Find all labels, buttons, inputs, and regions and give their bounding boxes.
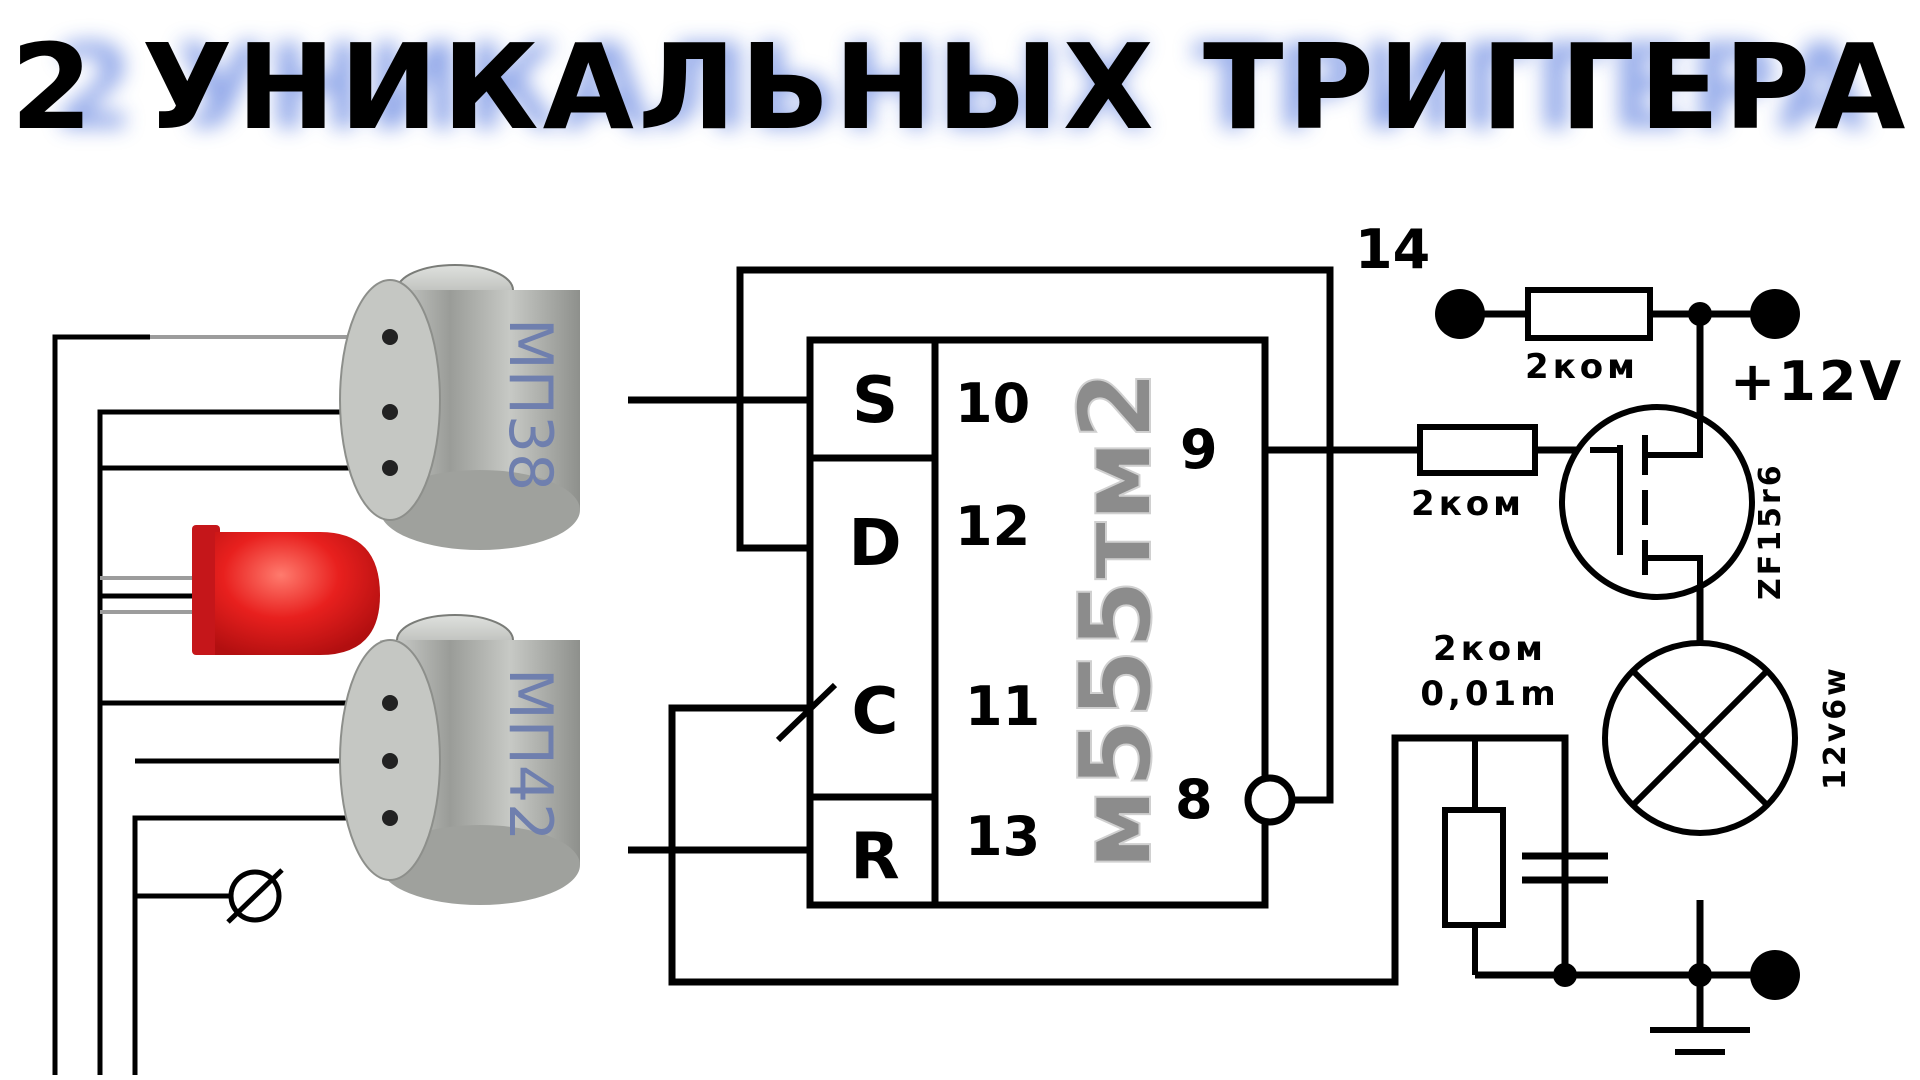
- left-wires: [52, 334, 370, 1075]
- rc-network: 2ком 0,01m: [1420, 629, 1608, 975]
- led: [100, 525, 380, 655]
- resistor-top: [1525, 287, 1653, 341]
- pin-11-number: 11: [965, 675, 1040, 738]
- clock-slash: [775, 682, 838, 743]
- pin-d-label: D: [848, 507, 901, 581]
- pin-9-number: 9: [1180, 418, 1218, 481]
- rc-resistor: [1442, 807, 1506, 928]
- inverted-output-bubble: [1244, 774, 1296, 826]
- lamp-label: 12v6w: [1818, 665, 1853, 790]
- pin-c-label: C: [852, 675, 899, 749]
- transistor-mp42: МП42: [339, 614, 580, 905]
- lamp: 12v6w: [1602, 640, 1853, 836]
- wire-outer: [52, 334, 150, 1075]
- title-group: 2 УНИКАЛЬНЫХ ТРИГГЕРА 2 УНИКАЛЬНЫХ ТРИГГ…: [11, 18, 1910, 156]
- rc-capacitor-label: 0,01m: [1420, 674, 1559, 714]
- pin-13-number: 13: [965, 805, 1040, 868]
- resistor-gate: [1417, 424, 1538, 476]
- transistor-mp38: МП38: [339, 264, 580, 550]
- resistor-gate-label: 2ком: [1411, 484, 1525, 524]
- pin-12-number: 12: [955, 495, 1030, 558]
- terminals: [1435, 289, 1800, 1000]
- wire-inner: [132, 815, 370, 1075]
- wire-c-input: [668, 704, 810, 850]
- chip-m555tm2: S D C R 10 12 11 13 9 8 м555тм2: [806, 336, 1269, 909]
- title-glow: 2 УНИКАЛЬНЫХ ТРИГГЕРА: [53, 18, 1868, 156]
- page-title: 2 УНИКАЛЬНЫХ ТРИГГЕРА: [11, 18, 1910, 156]
- pin-s-label: S: [852, 364, 898, 438]
- mosfet-label: ZF15r6: [1753, 462, 1788, 600]
- supply-label: +12V: [1730, 350, 1904, 413]
- pin-r-label: R: [850, 820, 899, 894]
- chip-name: м555тм2: [1057, 370, 1174, 870]
- resistor-top-label: 2ком: [1525, 347, 1639, 387]
- pin-10-number: 10: [955, 372, 1030, 435]
- mosfet: ZF15r6: [1559, 404, 1788, 600]
- ground-symbol: [1650, 1027, 1750, 1055]
- rc-resistor-label: 2ком: [1433, 629, 1547, 669]
- meter-symbol: [226, 868, 284, 924]
- wire-mid: [97, 409, 370, 1075]
- wire-d-input: [736, 400, 810, 552]
- transistor-top-label: МП38: [495, 318, 565, 491]
- pin-14-number: 14: [1355, 218, 1430, 281]
- pin-8-number: 8: [1175, 768, 1213, 831]
- wire-feedback: [736, 266, 1334, 804]
- transistor-bottom-label: МП42: [495, 668, 565, 841]
